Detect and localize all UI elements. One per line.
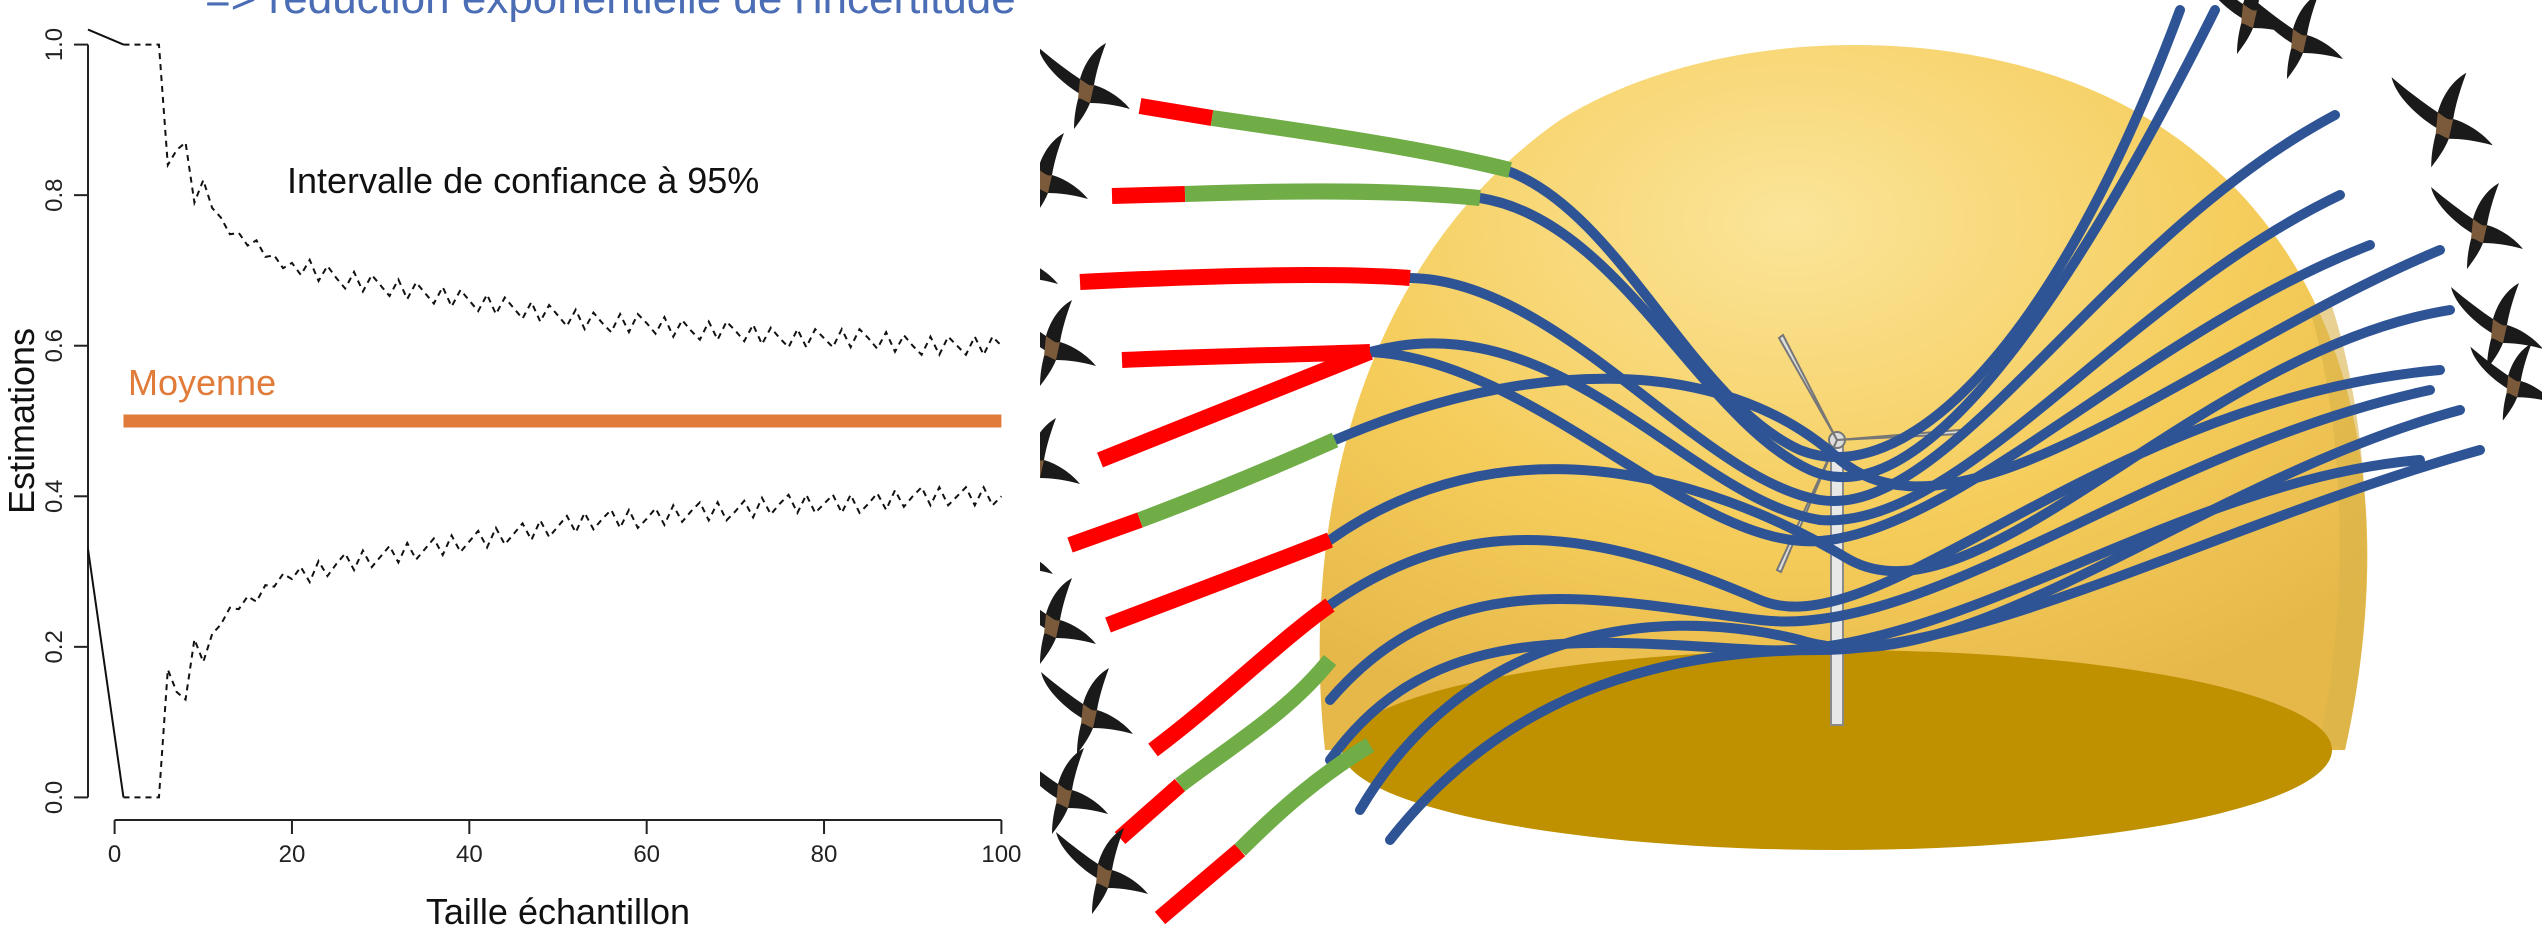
x-tick-label: 80 [811, 841, 838, 868]
y-tick-label: 0.2 [41, 630, 68, 663]
bird-icon [1040, 218, 1058, 304]
y-tick-label: 0.8 [41, 178, 68, 211]
x-tick-label: 0 [108, 841, 121, 868]
trajectory-12 [1385, 445, 2485, 845]
tracked-segment [1234, 738, 1375, 856]
detected-segment [1097, 344, 1373, 468]
bird-icon [2431, 183, 2523, 269]
trajectory-5 [1365, 240, 2375, 547]
x-axis-title: Taille échantillon [426, 891, 690, 932]
tracked-segment [1210, 110, 1512, 178]
x-tick-label: 40 [456, 841, 483, 868]
tracked-segment [1137, 432, 1339, 528]
x-tick-label: 60 [633, 841, 660, 868]
y-tick-label: 0.6 [41, 329, 68, 362]
ci-upper-line [123, 43, 1003, 358]
detected-segment [1138, 98, 1214, 126]
tracked-segment [1175, 655, 1337, 792]
ci-annotation: Intervalle de confiance à 95% [287, 160, 760, 201]
bird-icon [1056, 828, 1148, 914]
y-tick-label: 0.4 [41, 480, 68, 513]
trajectory-4 [1365, 190, 2345, 526]
bird-icon [1041, 668, 1133, 754]
bird-trajectory-illustration [1040, 0, 2542, 925]
bird-icon [1040, 748, 1108, 834]
mean-annotation: Moyenne [128, 362, 277, 403]
bird-icon [2251, 0, 2343, 79]
ci-lower-line [123, 484, 1003, 799]
detected-segment [1111, 186, 1186, 204]
dome-base [1342, 650, 2332, 850]
detected-segment [1067, 512, 1143, 553]
x-tick-label: 20 [279, 841, 306, 868]
detected-segment [1079, 267, 1411, 290]
detected-segment [1148, 598, 1335, 757]
trajectory-1 [1500, 5, 2185, 462]
y-tick-label: 1.0 [41, 28, 68, 61]
bird-icon [1040, 300, 1096, 386]
trajectory-6 [1330, 245, 2445, 492]
detected-segment [1154, 843, 1246, 925]
bird-icon [2391, 72, 2493, 168]
bird-icon [1040, 133, 1088, 219]
y-tick-label: 0.0 [41, 781, 68, 814]
chart-series [87, 28, 1003, 799]
detected-segment [1114, 779, 1186, 844]
trajectory-8 [1325, 365, 2445, 612]
tracked-segment [1184, 183, 1481, 206]
bird-icon [1040, 418, 1080, 504]
edge-line-3 [87, 548, 125, 798]
trajectory-9 [1325, 385, 2435, 705]
x-tick-label: 100 [981, 841, 1021, 868]
bird-icon [2470, 343, 2542, 421]
detected-segment [1105, 532, 1333, 633]
trajectory-7 [1325, 305, 2455, 577]
trajectory-11 [1355, 405, 2465, 815]
y-axis-title: Estimations [1, 328, 42, 514]
bird-icon [1040, 43, 1130, 129]
bird-icon [1040, 578, 1096, 664]
trajectory-3 [1405, 110, 2340, 506]
bird-icon [2451, 283, 2542, 369]
detection-segments [1067, 98, 1512, 925]
trajectory-2 [1475, 5, 2220, 482]
flight-trajectories [1325, 5, 2485, 845]
edge-line-2 [87, 28, 124, 46]
banner-text: => réduction exponentielle de l'incertit… [205, 0, 1016, 24]
bird-icon [1040, 508, 1053, 594]
